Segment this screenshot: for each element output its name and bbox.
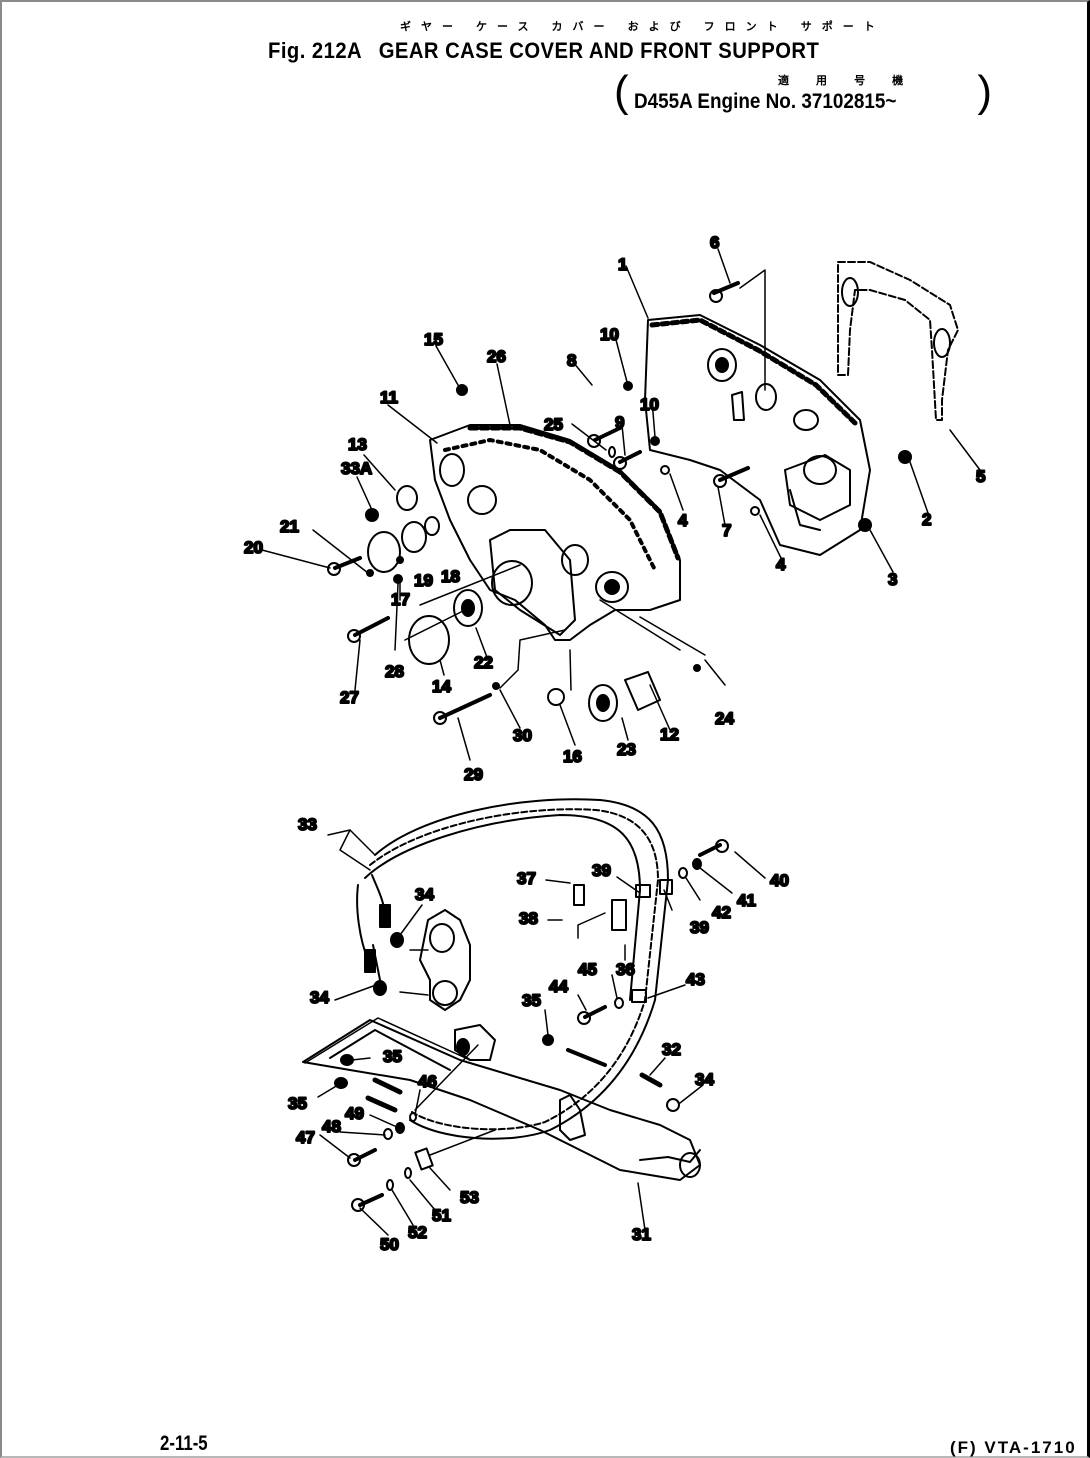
applicability-text: D455A Engine No. 37102815~ <box>634 90 897 113</box>
svg-text:26: 26 <box>487 347 506 366</box>
svg-text:39: 39 <box>592 861 611 880</box>
svg-text:2: 2 <box>922 510 931 529</box>
svg-text:43: 43 <box>686 970 705 989</box>
svg-text:27: 27 <box>340 688 359 707</box>
figure-title-text: GEAR CASE COVER AND FRONT SUPPORT <box>378 38 820 63</box>
svg-text:13: 13 <box>348 435 367 454</box>
svg-text:44: 44 <box>549 977 568 996</box>
figure-number: Fig. 212A <box>268 38 363 63</box>
svg-text:34: 34 <box>310 988 329 1007</box>
pump-body-part <box>419 909 471 1011</box>
svg-text:18: 18 <box>441 567 460 586</box>
svg-text:7: 7 <box>722 521 731 540</box>
svg-text:48: 48 <box>322 1117 341 1136</box>
svg-text:3: 3 <box>888 570 897 589</box>
svg-text:5: 5 <box>976 467 985 486</box>
svg-text:45: 45 <box>578 960 597 979</box>
svg-text:22: 22 <box>474 653 493 672</box>
svg-text:9: 9 <box>615 413 624 432</box>
callout-labels: 1 2 3 4 4 5 6 7 8 9 10 10 11 12 13 14 15… <box>243 232 986 1255</box>
japanese-title: ギヤー ケース カバー および フロント サポート <box>400 21 885 33</box>
svg-text:25: 25 <box>544 415 563 434</box>
close-paren: ) <box>977 67 992 116</box>
svg-text:17: 17 <box>391 590 410 609</box>
svg-text:4: 4 <box>678 511 688 530</box>
lower-leader-lines <box>304 829 766 1236</box>
svg-text:50: 50 <box>380 1235 399 1254</box>
svg-text:11: 11 <box>380 388 398 407</box>
applicability-note: ( 適 用 号 機 D455A Engine No. 37102815~ ) <box>608 70 998 120</box>
svg-text:30: 30 <box>513 726 532 745</box>
svg-text:20: 20 <box>244 538 263 557</box>
svg-text:35: 35 <box>383 1047 402 1066</box>
oil-tubes-part <box>356 798 673 1140</box>
front-support-bracket-part <box>302 1019 701 1181</box>
svg-text:41: 41 <box>737 891 756 910</box>
svg-text:28: 28 <box>385 662 404 681</box>
svg-text:24: 24 <box>715 709 734 728</box>
svg-text:8: 8 <box>567 351 576 370</box>
open-paren: ( <box>614 67 629 116</box>
svg-text:19: 19 <box>414 571 433 590</box>
svg-text:34: 34 <box>695 1070 714 1089</box>
svg-text:49: 49 <box>345 1104 364 1123</box>
gear-case-cover-part <box>644 314 871 556</box>
svg-text:31: 31 <box>632 1225 651 1244</box>
svg-text:1: 1 <box>618 255 627 274</box>
svg-text:40: 40 <box>770 871 789 890</box>
svg-text:14: 14 <box>432 677 451 696</box>
upper-bolts <box>327 281 760 725</box>
svg-text:10: 10 <box>640 395 659 414</box>
gasket-part <box>837 261 959 421</box>
svg-text:42: 42 <box>712 903 731 922</box>
front-support-part <box>429 424 681 641</box>
svg-text:52: 52 <box>408 1223 427 1242</box>
svg-text:39: 39 <box>690 918 709 937</box>
svg-text:29: 29 <box>464 765 483 784</box>
figure-title: Fig. 212A GEAR CASE COVER AND FRONT SUPPO… <box>268 38 819 64</box>
upper-leader-lines <box>261 248 981 761</box>
svg-text:36: 36 <box>616 960 635 979</box>
svg-text:23: 23 <box>617 740 636 759</box>
svg-text:46: 46 <box>418 1072 437 1091</box>
svg-text:12: 12 <box>660 725 679 744</box>
svg-text:4: 4 <box>776 555 786 574</box>
svg-text:51: 51 <box>432 1206 451 1225</box>
page-code: 2-11-5 <box>160 1432 208 1455</box>
svg-text:38: 38 <box>519 909 538 928</box>
svg-text:6: 6 <box>710 233 719 252</box>
applicability-kanji: 適 用 号 機 <box>778 75 916 87</box>
svg-text:32: 32 <box>662 1040 681 1059</box>
svg-text:35: 35 <box>288 1094 307 1113</box>
svg-text:53: 53 <box>460 1188 479 1207</box>
svg-text:15: 15 <box>424 330 443 349</box>
svg-text:33A: 33A <box>341 459 372 478</box>
svg-text:35: 35 <box>522 991 541 1010</box>
svg-text:33: 33 <box>298 815 317 834</box>
drawing-code: (F) VTA-1710 <box>950 1438 1077 1457</box>
svg-text:37: 37 <box>517 869 536 888</box>
svg-text:21: 21 <box>280 517 299 536</box>
svg-text:34: 34 <box>415 885 434 904</box>
svg-text:47: 47 <box>296 1128 315 1147</box>
upper-fasteners <box>365 381 912 690</box>
svg-text:10: 10 <box>600 325 619 344</box>
svg-text:16: 16 <box>563 747 582 766</box>
